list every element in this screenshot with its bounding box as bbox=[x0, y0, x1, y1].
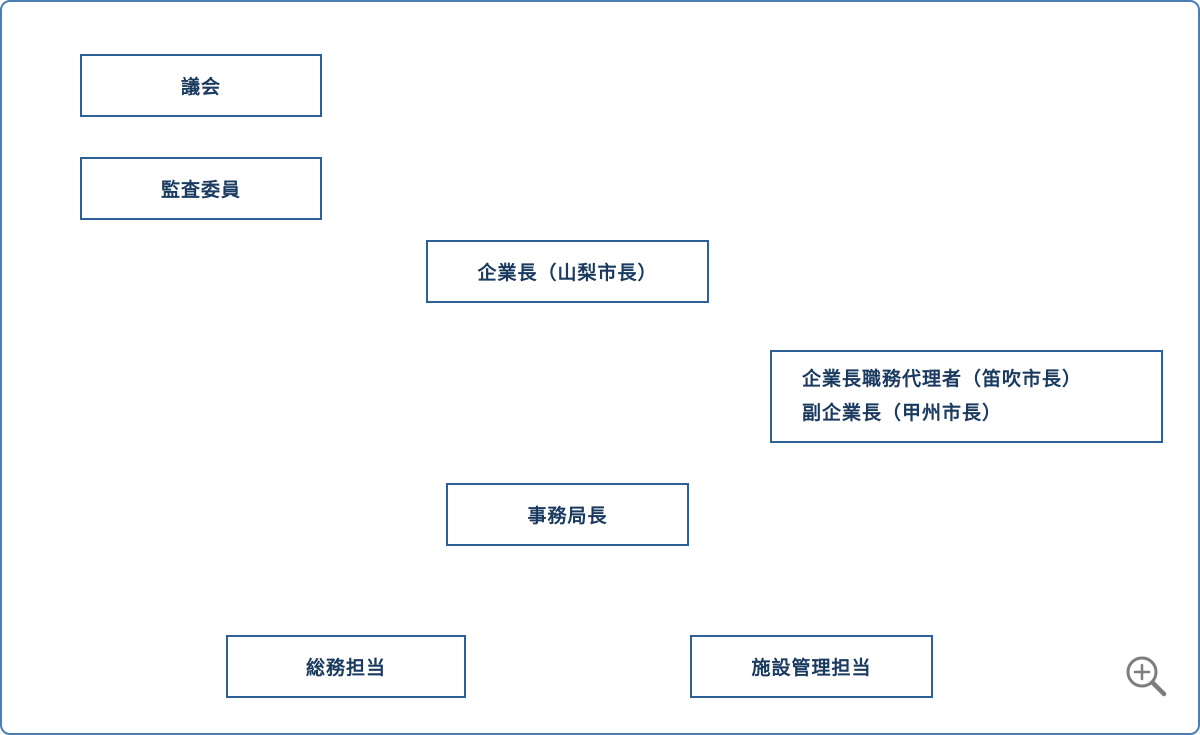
org-node-secretary-general: 事務局長 bbox=[446, 483, 689, 546]
org-node-deputy-chiefs: 企業長職務代理者（笛吹市長） 副企業長（甲州市長） bbox=[770, 350, 1163, 443]
org-node-general-affairs: 総務担当 bbox=[226, 635, 466, 698]
org-node-label: 企業長（山梨市長） bbox=[477, 262, 658, 284]
org-node-label-line1: 企業長職務代理者（笛吹市長） bbox=[802, 368, 1083, 391]
org-node-label: 施設管理担当 bbox=[751, 657, 872, 679]
org-node-enterprise-chief: 企業長（山梨市長） bbox=[426, 240, 709, 303]
org-node-label: 議会 bbox=[180, 76, 221, 98]
org-node-assembly: 議会 bbox=[80, 54, 322, 117]
org-node-label: 総務担当 bbox=[305, 657, 386, 679]
zoom-in-button[interactable] bbox=[1120, 650, 1172, 702]
org-node-facility-management: 施設管理担当 bbox=[690, 635, 933, 698]
org-node-label-line2: 副企業長（甲州市長） bbox=[802, 401, 1003, 424]
magnifier-plus-icon bbox=[1120, 656, 1172, 705]
org-node-label: 監査委員 bbox=[160, 179, 241, 201]
org-node-label: 事務局長 bbox=[527, 505, 608, 527]
org-node-audit-committee: 監査委員 bbox=[80, 157, 322, 220]
